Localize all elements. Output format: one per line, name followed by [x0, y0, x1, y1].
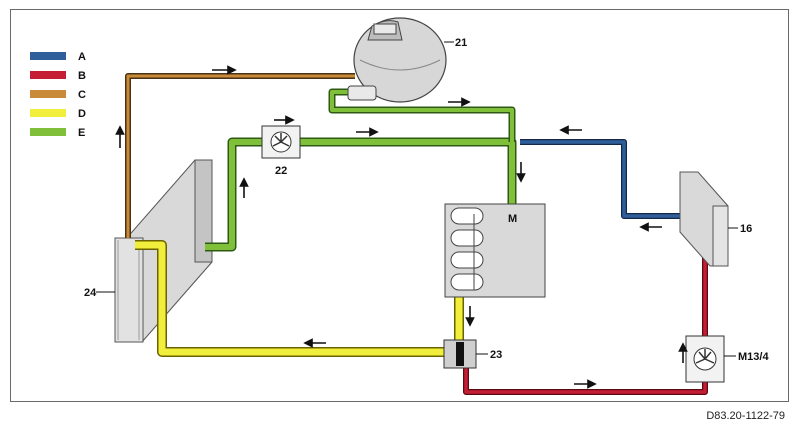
legend-label-a: A: [78, 51, 86, 63]
expansion-tank-label: 21: [455, 37, 467, 49]
thermostat-label: 23: [490, 349, 502, 361]
engine: M: [444, 203, 546, 298]
pipe-c: [126, 74, 355, 238]
legend-label-b: B: [78, 70, 86, 82]
tank-cap: [373, 23, 397, 35]
legend-swatch-a: [30, 52, 66, 60]
pipe-a: [520, 140, 712, 218]
pipe-d: [135, 241, 463, 356]
radiator-label: 24: [84, 287, 97, 299]
aux-pump-bottom-label: M13/4: [738, 351, 769, 363]
legend-swatch-d: [30, 109, 66, 117]
legend-swatch-c: [30, 90, 66, 98]
legend-label-c: C: [78, 89, 86, 101]
aux-pump-bottom: M13/4: [685, 335, 769, 383]
heater-core: 16: [679, 171, 752, 267]
pipe-e-tank: [330, 90, 514, 142]
flow-arrows: [115, 65, 688, 389]
figure-code: D83.20-1122-79: [706, 410, 785, 422]
engine-label: M: [508, 213, 517, 225]
heater-core-label: 16: [740, 223, 752, 235]
legend-label-e: E: [78, 127, 85, 139]
legend-swatch-e: [30, 128, 66, 136]
aux-pump-top-label: 22: [275, 165, 287, 177]
expansion-tank: 21: [347, 17, 467, 103]
diagram-frame: [10, 9, 789, 402]
radiator: 24: [84, 159, 213, 343]
legend-label-d: D: [78, 108, 86, 120]
thermostat: 23: [443, 339, 502, 369]
legend: A B C D E: [30, 51, 86, 139]
fan-icon: [272, 133, 290, 147]
legend-swatch-b: [30, 71, 66, 79]
fan-icon: [695, 349, 715, 364]
aux-pump-top: 22: [261, 125, 301, 177]
